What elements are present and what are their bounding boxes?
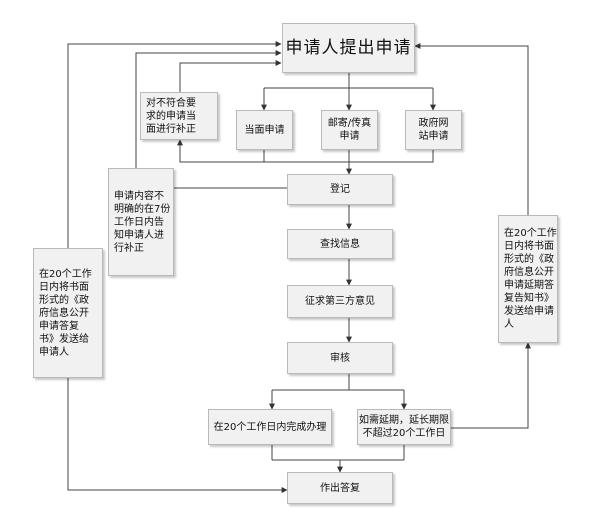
noncompliant-correction-node: 对不符合要 求的申请当 面进行补正: [140, 92, 218, 140]
in-person-application-node: 当面申请: [236, 110, 293, 150]
review-node: 审核: [287, 342, 393, 374]
complete-within-20-days-node: 在20个工作日内完成办理: [208, 409, 332, 445]
gov-website-application-node: 政府网 站申请: [405, 110, 462, 150]
mail-fax-application-node: 邮寄/传真 申请: [321, 110, 378, 150]
extension-notice-node: 在20个工作 日内将书面 形式的《政 府信息公开 申请延期答 复告知书》 发送给…: [498, 215, 558, 343]
reply-notice-node: 在20个工作 日内将书面 形式的《政 府信息公开 申请答复 书》发送给 申请人: [33, 248, 103, 378]
apply-node: 申请人提出申请: [282, 23, 415, 73]
third-party-opinion-node: 征求第三方意见: [287, 285, 393, 318]
search-info-node: 查找信息: [287, 229, 393, 259]
register-node: 登记: [287, 174, 393, 205]
reply-node: 作出答复: [287, 472, 393, 504]
extension-node: 如需延期，延长期限 不超过20个工作日: [357, 409, 451, 445]
unclear-content-node: 申请内容不 明确的在7份 工作日内告 知申请人进 行补正: [108, 168, 174, 276]
